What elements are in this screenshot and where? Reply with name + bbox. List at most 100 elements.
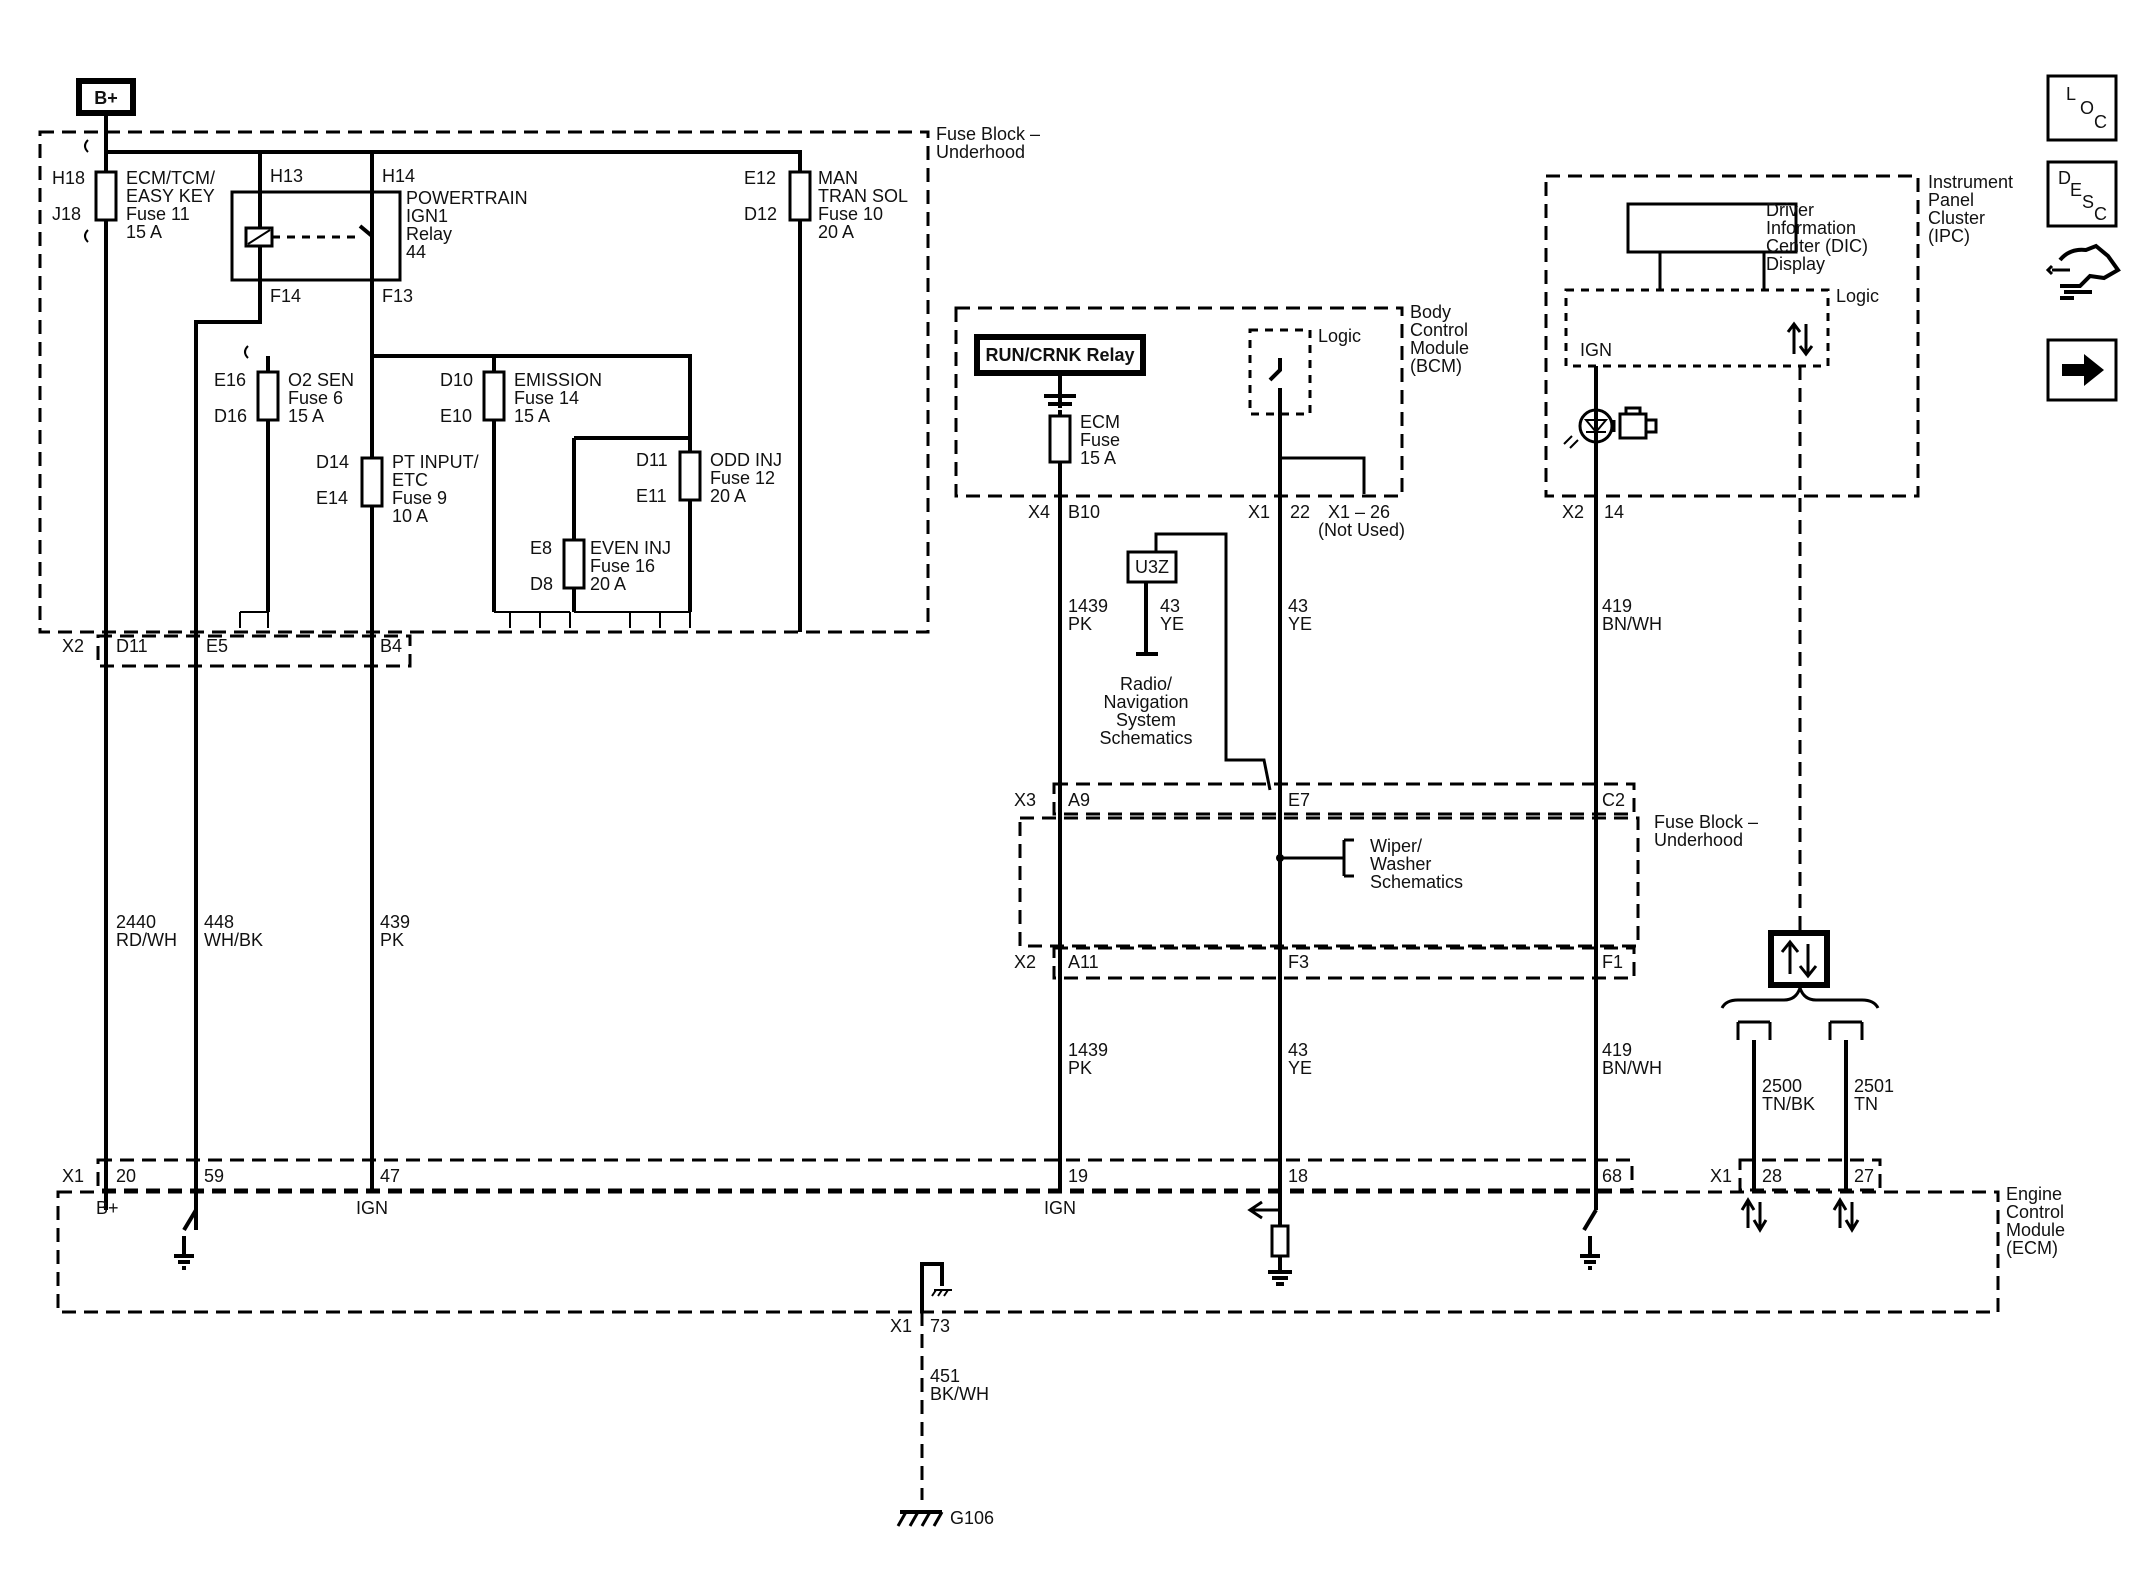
ground-g106: G106 bbox=[950, 1508, 994, 1528]
ipc-x2-label: X2 bbox=[1562, 502, 1584, 522]
relay-output-bus bbox=[372, 354, 692, 612]
body-control-module bbox=[954, 306, 1404, 498]
fuse-bcm-ecm bbox=[1048, 414, 1072, 464]
desc-icon-s: S bbox=[2082, 192, 2094, 212]
bcm-not-used-1: X1 – 26 bbox=[1328, 502, 1390, 522]
fuse-pt-pin-bottom: E14 bbox=[316, 488, 348, 508]
ecm-x1-label-2: X1 bbox=[1710, 1166, 1732, 1186]
desc-button[interactable]: D E S C bbox=[2046, 160, 2118, 228]
loc-icon-c: C bbox=[2094, 112, 2107, 132]
x3-connector bbox=[1052, 782, 1636, 816]
serial-data-box bbox=[1768, 930, 1830, 988]
ipc-title-3: Cluster bbox=[1928, 208, 1985, 228]
run-crnk-relay: RUN/CRNK Relay bbox=[974, 334, 1146, 376]
ipc-pin-14: 14 bbox=[1604, 502, 1624, 522]
u3z-stub bbox=[1136, 582, 1158, 656]
ecm-ign-label-1: IGN bbox=[356, 1198, 388, 1218]
ipc-logic-box bbox=[1564, 288, 1830, 368]
fuse-even-pin-top: E8 bbox=[530, 538, 552, 558]
ecm-pin-59: 59 bbox=[204, 1166, 224, 1186]
ecm-pin-18: 18 bbox=[1288, 1166, 1308, 1186]
fuse-pt-input-etc bbox=[360, 456, 384, 508]
fuse-o2-line-2: Fuse 6 bbox=[288, 388, 343, 408]
engine-control-module bbox=[56, 1190, 2000, 1314]
next-button[interactable] bbox=[2046, 338, 2118, 402]
desc-icon-c: C bbox=[2094, 204, 2107, 224]
x2-pin-b4: B4 bbox=[380, 636, 402, 656]
ecm-pin-20: 20 bbox=[116, 1166, 136, 1186]
bcm-title-2: Control bbox=[1410, 320, 1468, 340]
u3z-circuit: 43 bbox=[1160, 596, 1180, 616]
b-plus-supply: B+ bbox=[76, 78, 136, 116]
ecm-title-4: (ECM) bbox=[2006, 1238, 2058, 1258]
wire-1439-lower-circuit: 1439 bbox=[1068, 1040, 1108, 1060]
ecm-switch-68 bbox=[1580, 1208, 1600, 1270]
wire-2501-color: TN bbox=[1854, 1094, 1878, 1114]
fuse-emission-line-2: Fuse 14 bbox=[514, 388, 579, 408]
u3z-ref-1: Radio/ bbox=[1120, 674, 1172, 694]
bcm-pin-b10: B10 bbox=[1068, 502, 1100, 522]
u3z-wire bbox=[1154, 532, 1272, 791]
dic-line-2: Information bbox=[1766, 218, 1856, 238]
ecm-pin-19: 19 bbox=[1068, 1166, 1088, 1186]
ecm-title-3: Module bbox=[2006, 1220, 2065, 1240]
fuse-block-mid-title-2: Underhood bbox=[1654, 830, 1743, 850]
ecm-serial-arrows-28 bbox=[1740, 1197, 1768, 1233]
u3z-color: YE bbox=[1160, 614, 1184, 634]
serial-data-brace bbox=[1720, 983, 1880, 1009]
x2-connector-mid bbox=[1052, 946, 1636, 980]
bcm-not-used-2: (Not Used) bbox=[1318, 520, 1405, 540]
fuse-pt-line-4: 10 A bbox=[392, 506, 428, 526]
ecm-b-plus-label: B+ bbox=[96, 1198, 119, 1218]
relay-output-stub bbox=[1044, 376, 1076, 408]
fuse-even-line-3: 20 A bbox=[590, 574, 626, 594]
ecm-title-2: Control bbox=[2006, 1202, 2064, 1222]
fuse-odd-line-2: Fuse 12 bbox=[710, 468, 775, 488]
fuse-pt-line-2: ETC bbox=[392, 470, 428, 490]
wire-2500-color: TN/BK bbox=[1762, 1094, 1815, 1114]
ecm-switch-59 bbox=[174, 1208, 198, 1270]
fuse-odd-pin-bottom: E11 bbox=[636, 486, 667, 506]
x2-top-label: X2 bbox=[62, 636, 84, 656]
fuse-man-line-1: MAN bbox=[818, 168, 858, 188]
loc-icon: L bbox=[2066, 84, 2076, 104]
x3-pin-c2: C2 bbox=[1602, 790, 1625, 810]
x3-pin-e7: E7 bbox=[1288, 790, 1310, 810]
ecm-x1-connector bbox=[96, 1158, 1634, 1192]
fuse-even-line-2: Fuse 16 bbox=[590, 556, 655, 576]
fuse-emission-line-3: 15 A bbox=[514, 406, 550, 426]
fuse-ecm-line-2: EASY KEY bbox=[126, 186, 215, 206]
dic-line-3: Center (DIC) bbox=[1766, 236, 1868, 256]
fuse-ecm-line-1: ECM/TCM/ bbox=[126, 168, 215, 188]
bcm-fuse-line-1: ECM bbox=[1080, 412, 1120, 432]
x2-connector-top bbox=[96, 634, 412, 668]
x2-pin-a11: A11 bbox=[1068, 952, 1099, 972]
ecm-x1-label: X1 bbox=[62, 1166, 84, 1186]
ipc-logic-label: Logic bbox=[1836, 286, 1879, 306]
bcm-fuse-line-3: 15 A bbox=[1080, 448, 1116, 468]
ecm-pin-28: 28 bbox=[1762, 1166, 1782, 1186]
fuse-even-inj bbox=[562, 538, 586, 590]
fuse-emission bbox=[482, 370, 506, 422]
wiper-ref-1: Wiper/ bbox=[1370, 836, 1422, 856]
component-view-button[interactable] bbox=[2045, 243, 2121, 300]
ecm-pin-47: 47 bbox=[380, 1166, 400, 1186]
wire-448-circuit: 448 bbox=[204, 912, 234, 932]
wire-1439-upper-color: PK bbox=[1068, 614, 1092, 634]
u3z-label: U3Z bbox=[1135, 557, 1169, 577]
wire-451-color: BK/WH bbox=[930, 1384, 989, 1404]
check-engine-lamp-icon bbox=[1563, 406, 1658, 449]
wiper-washer-branch bbox=[1280, 838, 1354, 878]
wiper-ref-2: Washer bbox=[1370, 854, 1431, 874]
fuse-man-line-3: Fuse 10 bbox=[818, 204, 883, 224]
ecm-pin-27: 27 bbox=[1854, 1166, 1874, 1186]
run-crnk-relay-label: RUN/CRNK Relay bbox=[985, 345, 1134, 365]
chassis-ground-icon bbox=[896, 1510, 944, 1527]
bcm-fuse-line-2: Fuse bbox=[1080, 430, 1120, 450]
loc-button[interactable]: L O C bbox=[2046, 74, 2118, 142]
wire-419-upper-circuit: 419 bbox=[1602, 596, 1632, 616]
wire-43-upper-color: YE bbox=[1288, 614, 1312, 634]
fuse-odd-inj bbox=[678, 450, 702, 502]
dic-line-4: Display bbox=[1766, 254, 1825, 274]
wire-1439-upper-circuit: 1439 bbox=[1068, 596, 1108, 616]
